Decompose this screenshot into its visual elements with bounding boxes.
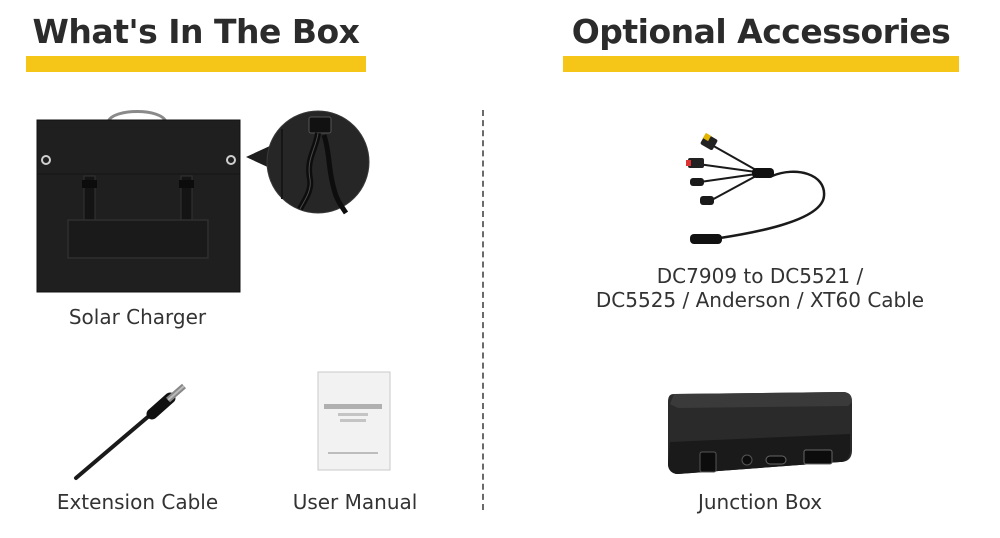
junction-box-label: Junction Box bbox=[697, 490, 823, 514]
solar-charger-label: Solar Charger bbox=[68, 305, 207, 329]
whats-in-the-box-heading: What's In The Box bbox=[26, 12, 366, 72]
optional-accessories-title: Optional Accessories bbox=[571, 12, 951, 51]
manual-booklet-image bbox=[317, 371, 391, 471]
cable-detail-zoom-image bbox=[246, 110, 370, 215]
extension-cable-image bbox=[74, 383, 186, 480]
adapter-cable-image bbox=[686, 132, 826, 244]
heading-highlight-bar bbox=[26, 56, 366, 72]
section-divider bbox=[482, 110, 484, 510]
solar-panel-image bbox=[36, 110, 241, 293]
adapter-cable-label-line1: DC7909 to DC5521 / bbox=[656, 264, 864, 288]
junction-box-image bbox=[668, 392, 852, 474]
adapter-cable-label-line2: DC5525 / Anderson / XT60 Cable bbox=[595, 288, 925, 312]
whats-in-the-box-title: What's In The Box bbox=[32, 12, 360, 51]
user-manual-label: User Manual bbox=[292, 490, 418, 514]
optional-accessories-heading: Optional Accessories bbox=[563, 12, 959, 72]
heading-highlight-bar bbox=[563, 56, 959, 72]
extension-cable-label: Extension Cable bbox=[56, 490, 219, 514]
